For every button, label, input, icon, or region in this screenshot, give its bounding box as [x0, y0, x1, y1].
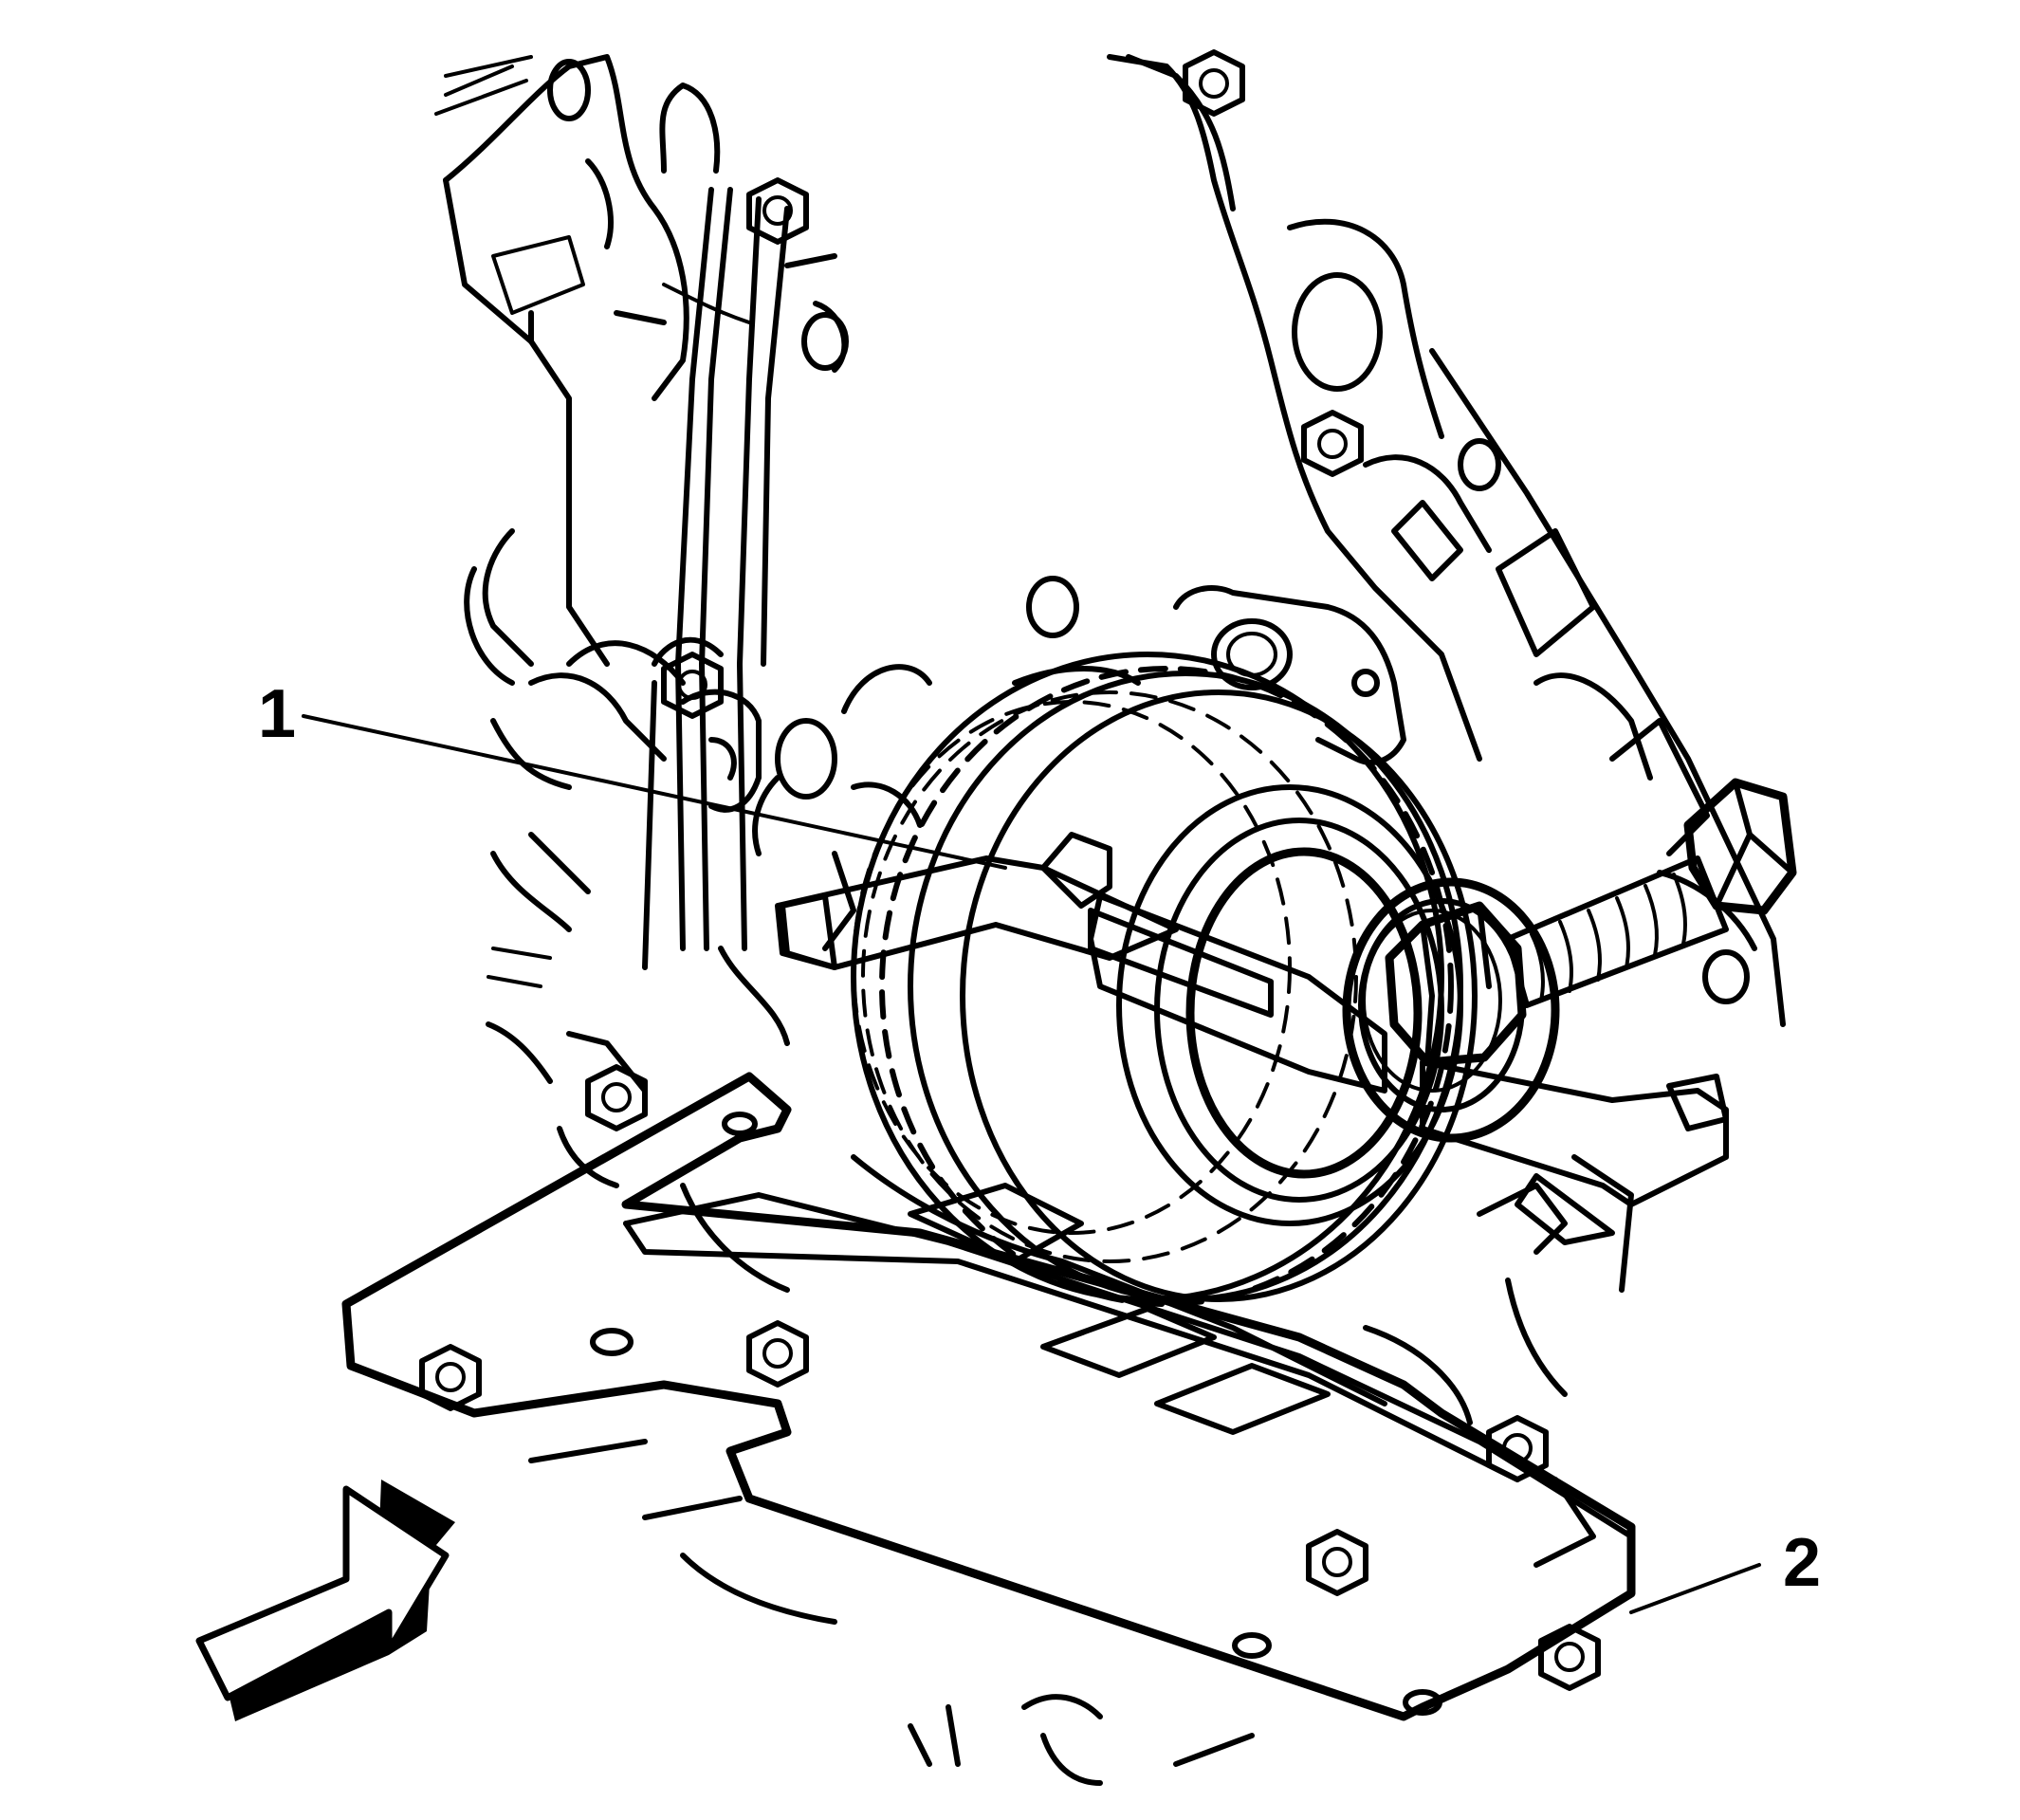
- hex-bolt-icon: [746, 1320, 809, 1388]
- holding-plate-tool: [341, 1072, 1636, 1721]
- view-direction-arrow-icon: [195, 1480, 455, 1721]
- oil-pan-area: [528, 1154, 1473, 1786]
- balancer-puller-tool: [775, 778, 1797, 1245]
- callout-2: 2: [1629, 1525, 1821, 1614]
- hex-bolt-icon: [1301, 410, 1364, 477]
- callout-label-2: 2: [1783, 1525, 1821, 1601]
- hex-bolt-icon: [746, 177, 809, 245]
- engine-front-cover: [434, 49, 1786, 1568]
- callout-label-1: 1: [258, 676, 296, 752]
- crankshaft-balancer: [851, 652, 1478, 1307]
- hex-bolt-icon: [1538, 1624, 1601, 1691]
- hex-bolt-icon: [1183, 49, 1245, 117]
- hex-bolt-icon: [585, 1064, 648, 1131]
- callout-1: 1: [258, 676, 1007, 870]
- hex-bolt-icon: [419, 1344, 482, 1411]
- hex-bolt-icon: [661, 652, 724, 719]
- hex-bolt-icon: [1306, 1529, 1368, 1596]
